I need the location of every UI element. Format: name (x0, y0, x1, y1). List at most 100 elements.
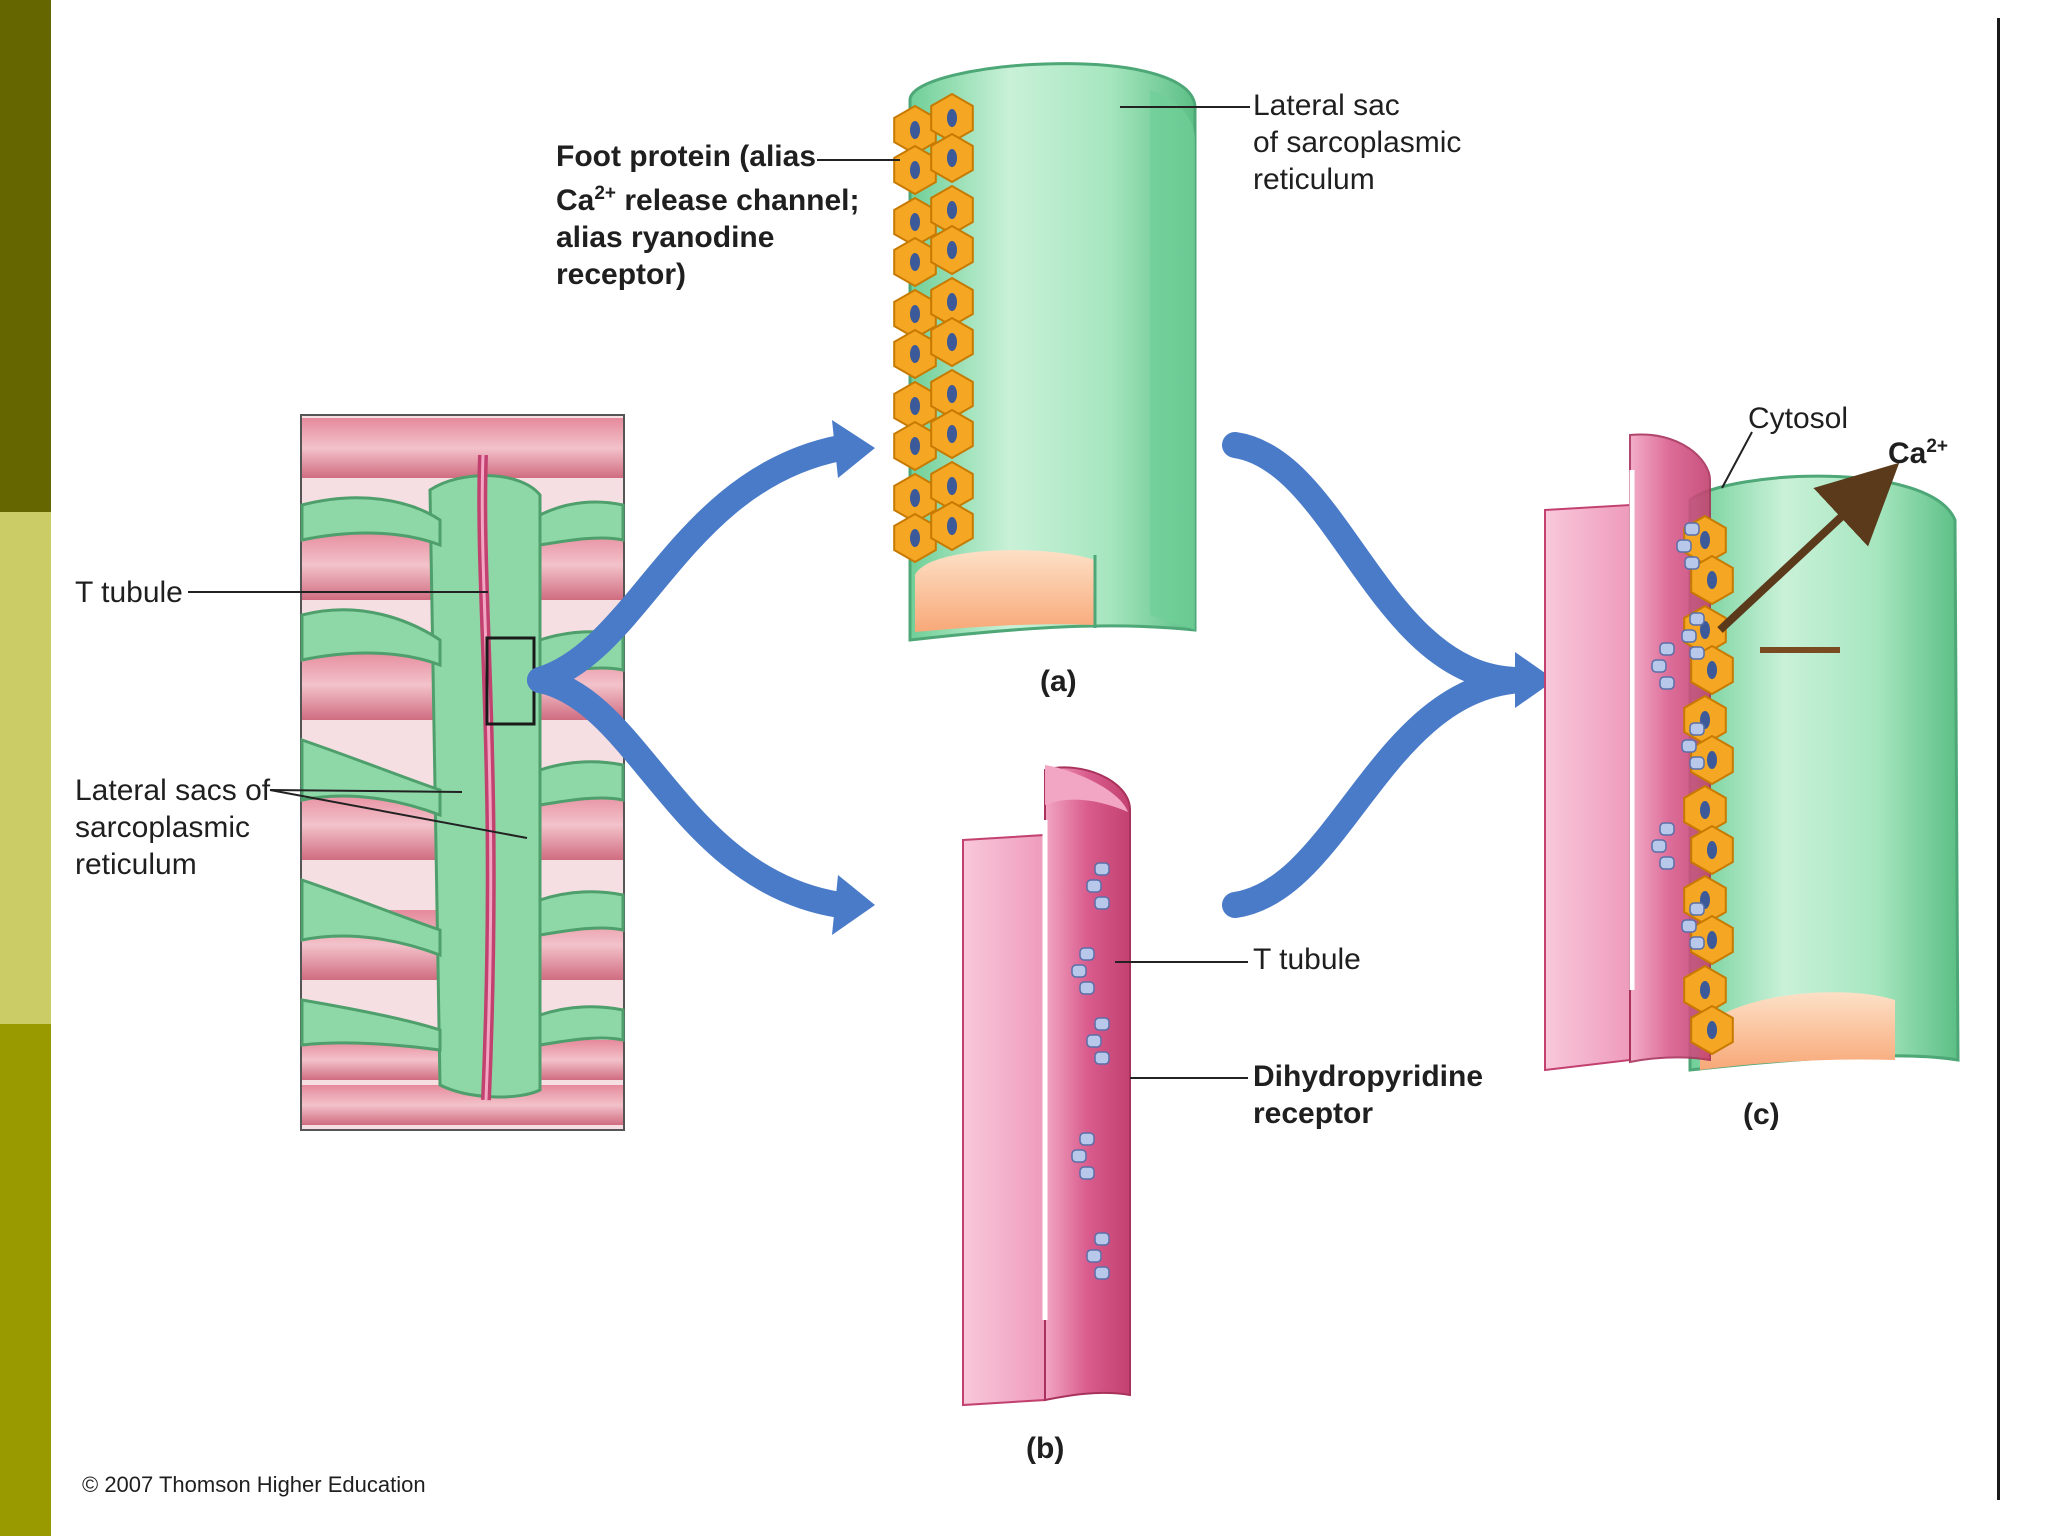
dhp-receptor-icon (1094, 862, 1110, 876)
foot-protein-pore (947, 425, 957, 443)
foot-protein-pore (1707, 661, 1717, 679)
dhp-receptor-icon (1689, 722, 1705, 736)
foot-protein-pore (947, 517, 957, 535)
cytosol-label: Cytosol (1748, 402, 1849, 435)
dhp-receptor-icon (1659, 642, 1675, 656)
foot-protein-pore (1707, 1021, 1717, 1039)
right-divider-line (1997, 18, 2000, 1500)
dhp-receptor-icon (1079, 947, 1095, 961)
dhp-receptor-array-c (1651, 522, 1705, 950)
t-tubule-cylinder-c (1544, 433, 1711, 1072)
foot-protein-pore (910, 437, 920, 455)
leader-lines (188, 106, 1753, 1079)
dhp-receptor-icon (1659, 856, 1675, 870)
dhp-receptor-icon (1659, 822, 1675, 836)
t-tubule-left-label: T tubule (75, 576, 183, 609)
dhp-receptor-icon (1094, 1232, 1110, 1246)
dhp-receptor-icon (1086, 1034, 1102, 1048)
sidebar-segment-middle (0, 512, 51, 1024)
foot-protein-label-line1: Foot protein (alias (556, 140, 817, 173)
dhp-receptor-label-line1: Dihydropyridine (1253, 1060, 1484, 1093)
dhp-receptor-icon (1689, 756, 1705, 770)
calcium-release-arrow (1717, 462, 1900, 633)
dhp-receptor-icon (1071, 964, 1087, 978)
dhp-receptor-icon (1681, 919, 1697, 933)
foot-protein-pore (1700, 981, 1710, 999)
flow-arrows (527, 432, 1533, 918)
foot-protein-pore (910, 213, 920, 231)
sidebar-segment-bottom (0, 1024, 51, 1536)
foot-protein-pore (947, 109, 957, 127)
foot-protein-pore (947, 333, 957, 351)
dhp-receptor-icon (1079, 981, 1095, 995)
dhp-receptor-icon (1094, 1266, 1110, 1280)
lateral-sac-label-line1: Lateral sac (1253, 89, 1400, 122)
foot-protein-pore (947, 293, 957, 311)
panel-c-label: (c) (1743, 1098, 1780, 1131)
dhp-receptor-icon (1079, 1166, 1095, 1180)
foot-protein-pore (910, 253, 920, 271)
dhp-receptor-icon (1659, 676, 1675, 690)
panel-a-label: (a) (1040, 665, 1077, 698)
calcium-ion-charge: 2+ (1926, 436, 1949, 457)
muscle-fiber-illustration (300, 414, 625, 1131)
foot-protein-pore (1707, 571, 1717, 589)
foot-protein-pore (910, 161, 920, 179)
lateral-sacs-left-line3: reticulum (75, 848, 197, 881)
arrowheads (832, 420, 1555, 935)
calcium-symbol: Ca (556, 184, 595, 217)
dhp-receptor-icon (1689, 902, 1705, 916)
dhp-receptor-icon (1079, 1132, 1095, 1146)
lateral-sacs-left-label: Lateral sacs of sarcoplasmic reticulum (75, 772, 270, 883)
foot-protein-label-line4: receptor) (556, 258, 687, 291)
dhp-receptor-icon (1676, 539, 1692, 553)
foot-protein-pore (1707, 931, 1717, 949)
dhp-receptor-icon (1681, 739, 1697, 753)
foot-protein-pore (947, 241, 957, 259)
foot-protein-pore (910, 345, 920, 363)
dhp-receptor-icon (1684, 522, 1700, 536)
lateral-sacs-left-line2: sarcoplasmic (75, 811, 251, 844)
foot-protein-label-line3: alias ryanodine (556, 221, 775, 254)
foot-protein-pore (1700, 531, 1710, 549)
foot-protein-pore (947, 201, 957, 219)
lateral-sac-cylinder-a (908, 62, 1197, 642)
sidebar-segment-top (0, 0, 51, 512)
panel-b-label: (b) (1026, 1432, 1065, 1465)
lateral-sac-label-line3: reticulum (1253, 163, 1375, 196)
t-tubule-cylinder-b (962, 765, 1131, 1407)
foot-protein-pore (947, 477, 957, 495)
foot-protein-pore (1707, 751, 1717, 769)
foot-protein-pore (1700, 801, 1710, 819)
dhp-receptor-icon (1689, 612, 1705, 626)
calcium-charge: 2+ (594, 183, 617, 204)
dhp-receptor-icon (1094, 1051, 1110, 1065)
foot-protein-label-line2-rest: release channel; (616, 184, 860, 217)
lateral-sac-label: Lateral sac of sarcoplasmic reticulum (1253, 87, 1461, 198)
dhp-receptor-icon (1094, 1017, 1110, 1031)
foot-protein-pore (910, 529, 920, 547)
dhp-receptor-icon (1684, 556, 1700, 570)
dhp-receptor-icon (1681, 629, 1697, 643)
calcium-ion-symbol: Ca (1888, 437, 1927, 470)
dhp-receptor-icon (1094, 896, 1110, 910)
dhp-receptor-array-b (1071, 862, 1110, 1280)
foot-protein-pore (910, 121, 920, 139)
dhp-receptor-icon (1651, 839, 1667, 853)
copyright-credit: © 2007 Thomson Higher Education (82, 1472, 426, 1497)
lateral-sacs-left-line1: Lateral sacs of (75, 774, 271, 807)
lateral-sac-label-line2: of sarcoplasmic (1253, 126, 1462, 159)
dhp-receptor-icon (1651, 659, 1667, 673)
foot-protein-pore (910, 305, 920, 323)
foot-protein-pore (910, 397, 920, 415)
dhp-receptor-icon (1689, 646, 1705, 660)
foot-protein-pore (910, 489, 920, 507)
foot-protein-array-a (893, 92, 974, 564)
dhp-receptor-icon (1086, 1249, 1102, 1263)
dhp-receptor-icon (1071, 1149, 1087, 1163)
foot-protein-pore (1700, 621, 1710, 639)
foot-protein-pore (947, 385, 957, 403)
foot-protein-pore (947, 149, 957, 167)
t-tubule-b-label: T tubule (1253, 943, 1361, 976)
